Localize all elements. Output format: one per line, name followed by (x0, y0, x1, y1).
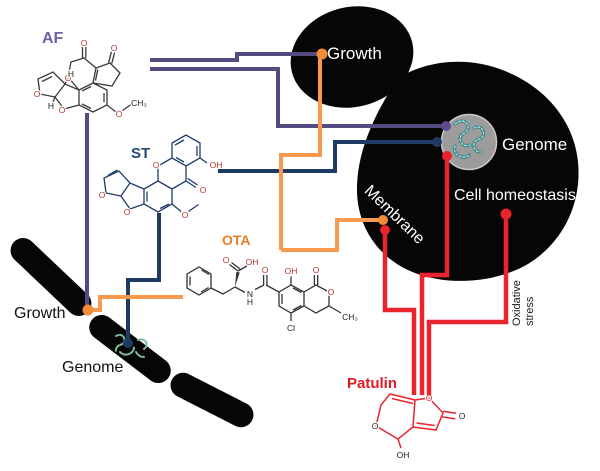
atom-label: O (262, 265, 269, 275)
patulin-toxin-label: Patulin (347, 375, 398, 392)
bacteria-rod (170, 372, 254, 428)
nucleus-chromosomes-icon (453, 119, 485, 159)
patulin-structure: O O O OH (370, 392, 467, 462)
yeast-growth-dot (316, 48, 328, 60)
af-to-yeast-genome-line (150, 67, 443, 128)
atom-label: O (182, 210, 189, 220)
patulin-to-homeostasis-line (426, 215, 509, 395)
yeast-genome-label: Genome (502, 135, 568, 154)
homeostasis-red-dot (500, 208, 512, 220)
atom-label: O (99, 190, 106, 200)
yeast-membrane-orange-dot (378, 215, 388, 225)
bacteria-rods (10, 237, 254, 428)
af-to-yeast-growth-line (150, 52, 318, 62)
ota-toxin-label: OTA (222, 232, 251, 248)
oxidative-stress-label: Oxidative stress (511, 280, 536, 326)
atom-label: O (459, 411, 466, 421)
st-to-yeast-genome-line (218, 140, 434, 173)
bacteria-rod (10, 237, 92, 317)
atom-label: H (68, 69, 74, 79)
bacteria-growth-dot (82, 304, 94, 316)
atom-label: O (59, 105, 66, 115)
ota-to-yeast-membrane-line (281, 218, 380, 252)
af-structure: O O O O O O CH₃ H H (32, 37, 148, 121)
yeast-cell-shape (290, 6, 579, 281)
atom-label: O (223, 255, 230, 265)
atom-label: H (247, 297, 253, 307)
bacteria-growth-label: Growth (14, 305, 66, 322)
atom-label: O (372, 421, 379, 431)
atom-label: OH (397, 450, 410, 460)
atom-label: O (116, 109, 123, 119)
atom-label: OH (285, 266, 298, 276)
atom-label: O (328, 287, 335, 297)
st-to-bacteria-genome-line (126, 213, 161, 339)
atom-label: O (153, 160, 160, 170)
ota-to-bacteria-growth-line (88, 295, 183, 312)
atom-label: O (111, 43, 118, 53)
yeast-genome-red-dot (442, 151, 452, 161)
bacteria-genome-dot (123, 338, 133, 348)
st-toxin-label: ST (131, 145, 151, 162)
st-structure: O OH O O O O (97, 134, 224, 221)
yeast-growth-label: Growth (327, 44, 382, 63)
yeast-genome-navy-dot (432, 137, 442, 147)
interaction-dots (82, 48, 512, 348)
bacteria-genome-label: Genome (62, 359, 124, 376)
atom-label: N (247, 289, 253, 299)
yeast-membrane-red-dot (380, 225, 390, 235)
patulin-to-yeast-membrane-line (382, 231, 417, 395)
atom-label: O (124, 207, 131, 217)
atom-label: CH₃ (342, 312, 358, 322)
bacteria-rod (89, 314, 171, 384)
atom-label: OH (210, 160, 223, 170)
yeast-genome-purple-dot (441, 121, 451, 131)
atom-label: H (48, 101, 54, 111)
ota-to-yeast-growth-line (279, 57, 322, 250)
atom-label: O (34, 89, 41, 99)
atom-label: O (65, 73, 72, 83)
atom-label: CH₃ (131, 98, 147, 108)
atom-label: O (200, 185, 207, 195)
atom-label: Cl (287, 323, 295, 333)
atom-label: O (313, 265, 320, 275)
yeast-homeostasis-label: Cell homeostasis (454, 187, 576, 204)
patulin-to-yeast-genome-line (419, 157, 450, 395)
atom-label: O (81, 38, 88, 48)
af-toxin-label: AF (42, 30, 64, 47)
atom-label: OH (246, 257, 259, 267)
atom-label: O (426, 393, 433, 403)
